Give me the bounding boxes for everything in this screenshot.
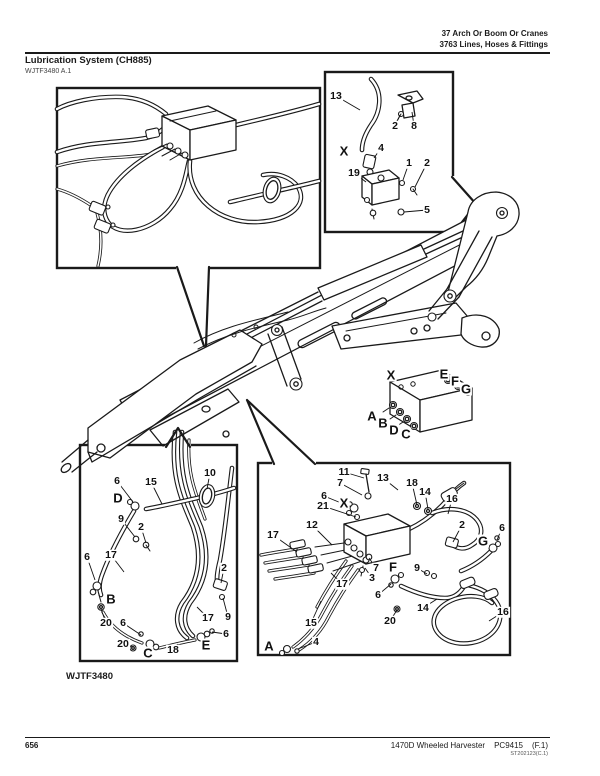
- section-title: Lubrication System (CH885): [25, 55, 152, 66]
- footer-model: 1470D Wheeled Harvester: [390, 741, 486, 750]
- manifold-block: [382, 369, 473, 434]
- footer-stamp: ST202123(C.1): [510, 751, 548, 757]
- footer-doc-number: PC9415: [494, 741, 523, 750]
- footer-publication: 1470D Wheeled Harvester PC9415 (F.1): [391, 741, 548, 750]
- header-line-1: 37 Arch Or Boom Or Cranes: [441, 29, 548, 38]
- header-rule: [25, 52, 550, 54]
- page-header: 37 Arch Or Boom Or Cranes 3763 Lines, Ho…: [440, 28, 548, 50]
- footer-rule: [25, 737, 550, 739]
- footer-page-number: 656: [25, 741, 39, 750]
- boom-illustration: [60, 191, 520, 474]
- figure-reference: WJTF3480 A.1: [25, 68, 72, 75]
- detail-box-top-right: [323, 70, 455, 234]
- boom-tip-hose-detail: [57, 97, 319, 268]
- detail-box-bottom-left: [78, 443, 239, 663]
- hose-routing-detail-right: [259, 468, 501, 657]
- figure-code: WJTF3480: [66, 671, 113, 682]
- header-line-2: 3763 Lines, Hoses & Fittings: [439, 40, 548, 49]
- hose-routing-detail-left: [89, 432, 234, 652]
- footer-revision: (F.1): [532, 741, 548, 750]
- detail-box-bottom-right: [256, 461, 512, 657]
- grease-block-detail: [362, 79, 424, 220]
